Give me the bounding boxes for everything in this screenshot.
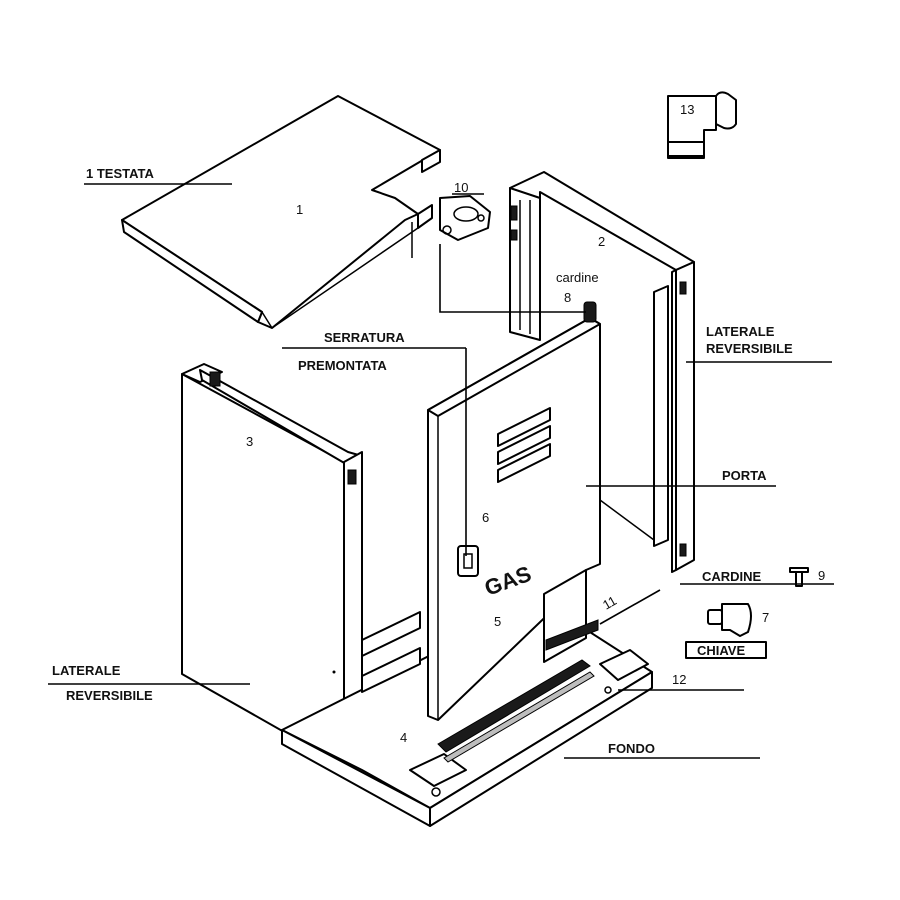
part-13-bracket xyxy=(667,91,737,159)
part-9-hinge xyxy=(789,567,809,587)
leader-lines xyxy=(48,183,834,759)
num-13: 13 xyxy=(680,102,694,117)
part-7-key xyxy=(685,603,767,659)
part-5-door xyxy=(427,301,601,721)
label-chiave: CHIAVE xyxy=(697,643,745,658)
label-laterale-left-2: REVERSIBILE xyxy=(66,688,153,703)
num-6: 6 xyxy=(482,510,489,525)
label-testata: 1 TESTATA xyxy=(86,166,155,181)
part-testata xyxy=(121,95,441,330)
label-laterale-left-1: LATERALE xyxy=(52,663,121,678)
label-porta: PORTA xyxy=(722,468,767,483)
num-8: 8 xyxy=(564,290,571,305)
num-4: 4 xyxy=(400,730,407,745)
labels: 1 TESTATA SERRATURA PREMONTATA cardine L… xyxy=(52,166,793,756)
label-laterale-right-1: LATERALE xyxy=(706,324,775,339)
num-9: 9 xyxy=(818,568,825,583)
num-7: 7 xyxy=(762,610,769,625)
label-laterale-right-2: REVERSIBILE xyxy=(706,341,793,356)
part-numbers: 1 2 3 4 5 6 7 8 9 10 11 12 13 xyxy=(246,102,825,745)
num-5: 5 xyxy=(494,614,501,629)
label-premontata: PREMONTATA xyxy=(298,358,387,373)
part-3-left-side xyxy=(181,363,363,767)
label-fondo: FONDO xyxy=(608,741,655,756)
part-2-right-side xyxy=(509,171,695,573)
label-serratura: SERRATURA xyxy=(324,330,405,345)
part-10-bracket xyxy=(439,195,491,241)
label-cardine-small: cardine xyxy=(556,270,599,285)
num-12: 12 xyxy=(672,672,686,687)
num-10: 10 xyxy=(454,180,468,195)
label-cardine-9: CARDINE xyxy=(702,569,762,584)
num-3: 3 xyxy=(246,434,253,449)
num-1: 1 xyxy=(296,202,303,217)
num-2: 2 xyxy=(598,234,605,249)
num-11: 11 xyxy=(600,593,619,613)
